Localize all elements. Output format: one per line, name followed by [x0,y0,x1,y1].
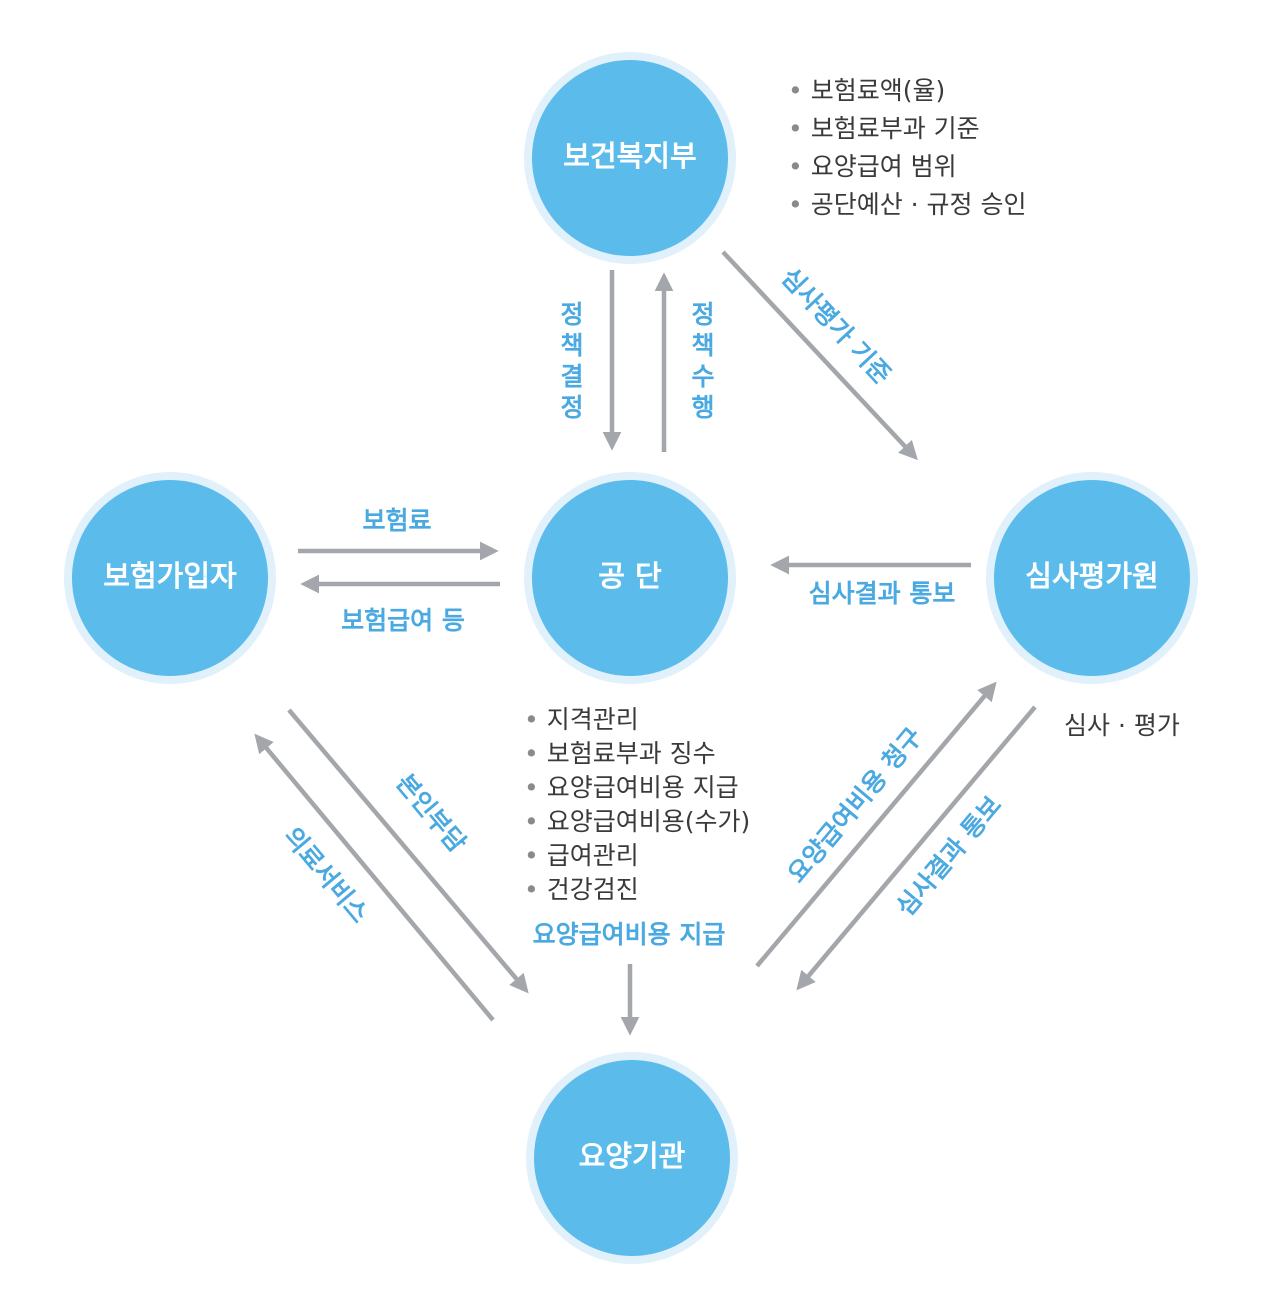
label-premium: 보험료 [362,506,431,535]
nhis-duty-item: 보험료부과 징수 [524,737,750,771]
node-hira-label: 심사평가원 [1025,559,1158,593]
label-benefit-payment: 요양급여비용 지급 [533,920,726,949]
ministry-duty-item: 요양급여 범위 [788,148,1027,186]
node-nhis-label: 공 단 [598,559,662,593]
ministry-duty-item: 공단예산 · 규정 승인 [788,186,1027,224]
ministry-duty-item: 보험료액(율) [788,72,1027,110]
ministry-duties-list: 보험료액(율) 보험료부과 기준 요양급여 범위 공단예산 · 규정 승인 [788,72,1027,224]
nhis-duty-item: 요양급여비용 지급 [524,771,750,805]
arrow-benefit-claim [755,681,997,968]
node-provider-label: 요양기관 [579,1139,686,1173]
node-provider: 요양기관 [526,1052,738,1264]
arrow-medical-service [254,733,495,1022]
arrow-review-criteria [721,250,918,461]
label-benefits: 보험급여 등 [341,606,465,635]
node-hira: 심사평가원 [986,472,1198,684]
label-review-result-to-nhis: 심사결과 통보 [809,579,956,608]
node-subscriber: 보험가입자 [64,472,276,684]
nhis-duties-list: 지격관리 보험료부과 징수 요양급여비용 지급 요양급여비용(수가) 급여관리 … [524,703,751,907]
nhis-duty-item: 요양급여비용(수가) [524,805,751,839]
label-medical-service: 의료서비스 [278,822,374,929]
node-ministry: 보건복지부 [524,52,736,264]
label-review-evaluation: 심사 · 평가 [1064,711,1180,740]
nhis-duty-item: 급여관리 [524,839,750,873]
ministry-duty-item: 보험료부과 기준 [788,110,1027,148]
nhis-duty-item: 지격관리 [524,703,750,737]
arrow-review-result-to-provider [796,705,1037,991]
node-subscriber-label: 보험가입자 [103,559,237,593]
node-nhis: 공 단 [524,472,736,684]
nhis-duty-item: 건강검진 [524,873,750,907]
node-ministry-label: 보건복지부 [563,139,696,173]
arrow-copayment [287,708,529,994]
